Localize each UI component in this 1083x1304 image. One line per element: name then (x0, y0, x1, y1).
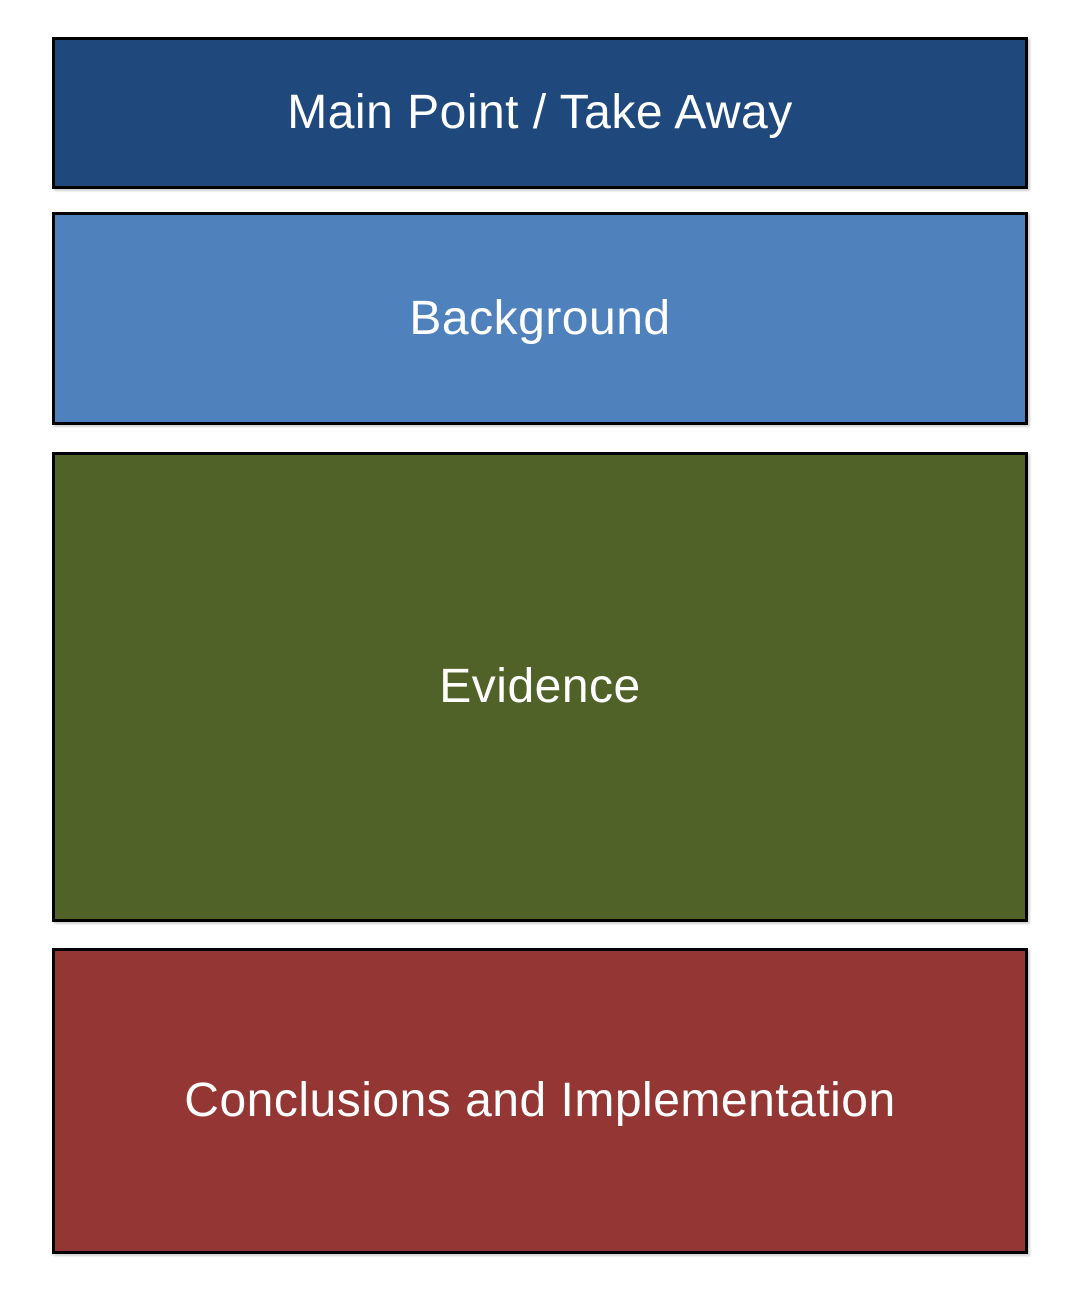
diagram-box-conclusions: Conclusions and Implementation (52, 948, 1028, 1254)
diagram-box-label-main-point: Main Point / Take Away (287, 86, 793, 140)
diagram-box-background: Background (52, 212, 1028, 425)
diagram-box-label-background: Background (409, 291, 671, 345)
diagram-box-main-point: Main Point / Take Away (52, 37, 1028, 189)
diagram-box-label-evidence: Evidence (439, 660, 641, 714)
diagram-box-label-conclusions: Conclusions and Implementation (184, 1074, 896, 1128)
diagram-box-evidence: Evidence (52, 452, 1028, 922)
